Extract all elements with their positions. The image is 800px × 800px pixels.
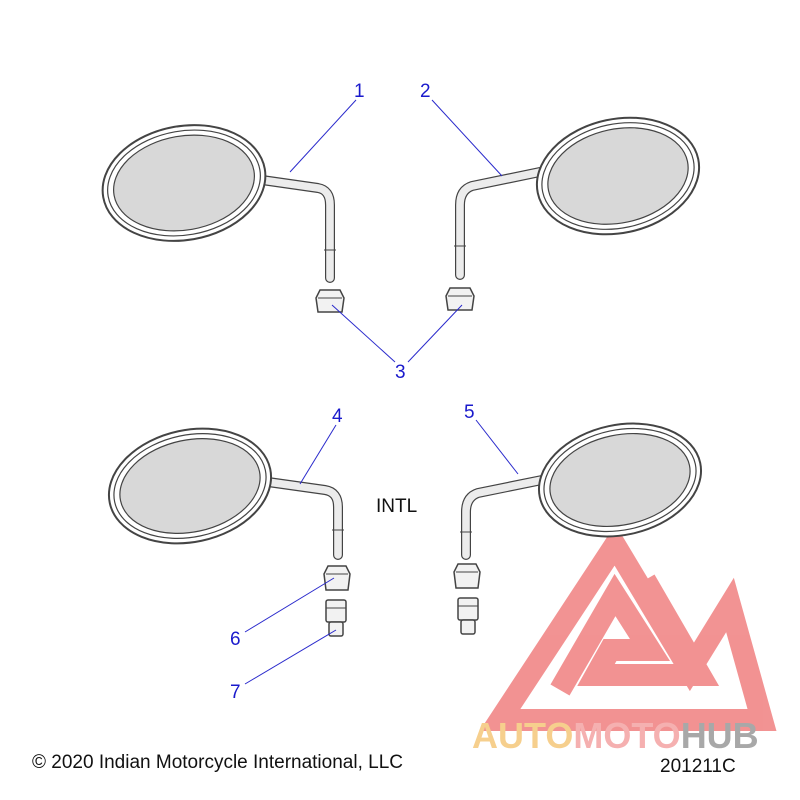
- callout-4: 4: [332, 406, 343, 427]
- leader-line-3b: [407, 304, 463, 363]
- callout-7: 7: [230, 682, 241, 703]
- mirror-bottom-right-spacer: [457, 597, 479, 635]
- mirror-bottom-right: [460, 422, 703, 560]
- mirror-bottom-left-spacer: [325, 599, 347, 637]
- automotohub-watermark: AUTOMOTOHUB: [472, 524, 777, 756]
- diagram-code: 201211C: [660, 756, 736, 777]
- leader-line-1: [289, 99, 357, 173]
- svg-text:AUTOMOTOHUB: AUTOMOTOHUB: [472, 715, 759, 756]
- callout-1: 1: [354, 81, 365, 102]
- mirror-top-left: [101, 124, 336, 283]
- callout-2: 2: [420, 81, 431, 102]
- variant-label: INTL: [376, 496, 417, 517]
- watermark-word-auto: AUTO: [472, 715, 573, 756]
- watermark-word-hub: HUB: [681, 715, 759, 756]
- mirror-top-right: [454, 116, 701, 280]
- mirror-top-left-adapter: [315, 289, 345, 313]
- leader-line-7: [244, 629, 337, 685]
- mirror-bottom-right-adapter: [453, 563, 481, 589]
- copyright-notice: © 2020 Indian Motorcycle International, …: [32, 752, 403, 773]
- leader-lines: [244, 99, 519, 685]
- leader-line-6: [244, 577, 335, 633]
- watermark-word-moto: MOTO: [573, 715, 680, 756]
- mirror-bottom-left-adapter: [323, 565, 351, 591]
- leader-line-5: [475, 419, 519, 475]
- callout-3: 3: [395, 362, 406, 383]
- callout-5: 5: [464, 402, 475, 423]
- callouts: 1 2 3 4 5 6 7: [230, 81, 475, 703]
- leader-line-3a: [331, 304, 396, 363]
- mirror-bottom-left: [107, 427, 344, 560]
- mirror-top-right-adapter: [445, 287, 475, 311]
- leader-line-2: [431, 99, 503, 177]
- leader-line-4: [299, 424, 337, 485]
- watermark-triangle-logo: [479, 524, 777, 731]
- callout-6: 6: [230, 629, 241, 650]
